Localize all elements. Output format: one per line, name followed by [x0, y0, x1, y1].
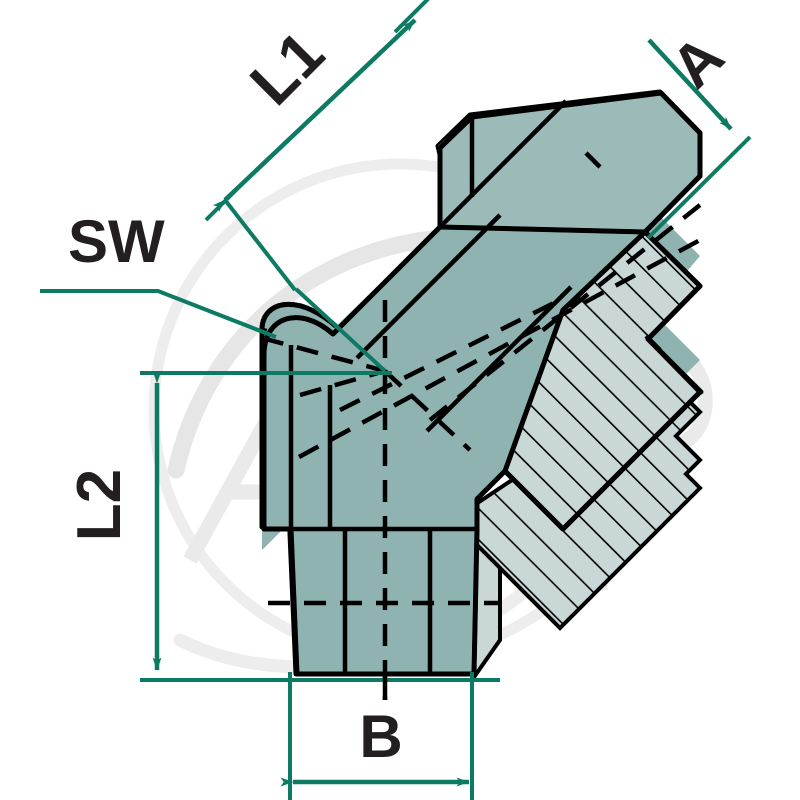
dimension-SW: SW: [40, 208, 277, 339]
dimension-label-A: A: [658, 22, 736, 100]
L1-extension-upper: [393, 0, 430, 34]
centrelines-and-hidden-edges: [261, 203, 702, 700]
thread-tick-marks: [584, 151, 662, 352]
hidden-bore-bend: [383, 369, 472, 452]
dimension-label-SW: SW: [68, 208, 165, 275]
dimension-label-B: B: [359, 703, 402, 770]
part-final-render: [261, 90, 704, 677]
part-geometry: [259, 89, 704, 687]
A-extension-line: [646, 135, 752, 240]
hidden-bore-upper: [261, 335, 386, 374]
angled-centreline: [297, 238, 702, 459]
SW-leader-line: [40, 289, 277, 339]
L1-dimension-line: [212, 18, 417, 212]
dimension-label-L2: L2: [65, 469, 134, 541]
dimension-L2: L2: [65, 370, 500, 682]
dimension-label-L1: L1: [238, 19, 338, 119]
A-dimension-arrow: [647, 38, 733, 131]
hidden-bore-angled: [338, 297, 562, 413]
dimension-B: B: [280, 672, 474, 800]
part-detail-lines: [288, 213, 573, 674]
hidden-bore-angled-2: [428, 203, 702, 422]
L1-witness-lower: [223, 198, 297, 292]
L1-witness-from-centre: [294, 287, 387, 373]
